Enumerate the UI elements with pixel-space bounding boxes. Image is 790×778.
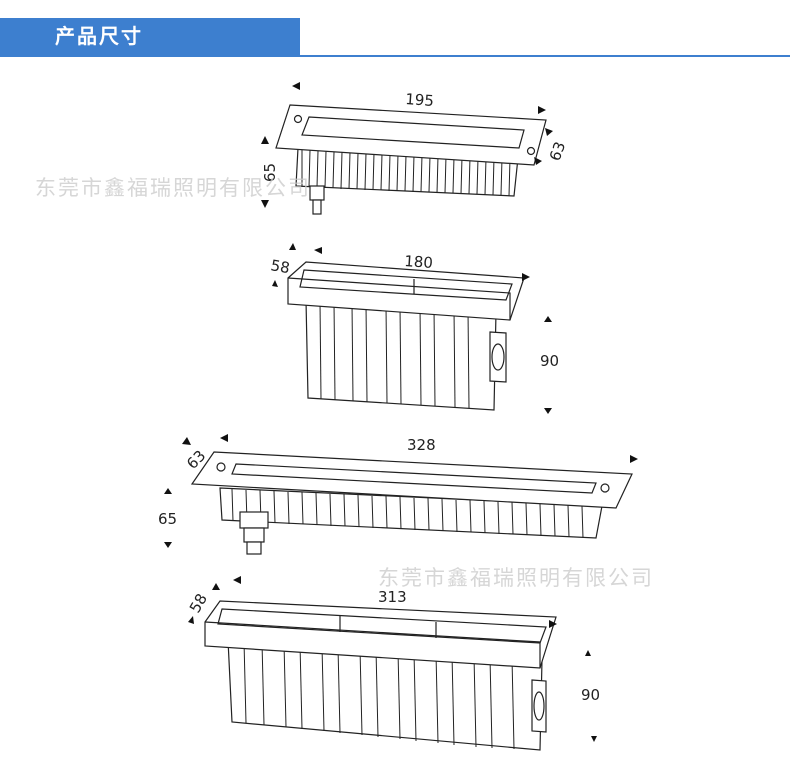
section-header: 产品尺寸 [0, 18, 300, 55]
dimension-arrows [164, 82, 638, 742]
section-title: 产品尺寸 [55, 24, 143, 48]
dim-height-3: 65 [158, 510, 177, 528]
dim-length-4: 313 [378, 588, 407, 606]
header-divider [0, 55, 790, 57]
dim-height-2: 90 [540, 352, 559, 370]
small-flanged-light [275, 104, 547, 215]
dim-length-2: 180 [404, 252, 434, 272]
dim-length-1: 195 [405, 90, 435, 110]
watermark-text: 东莞市鑫福瑞照明有限公司 [378, 566, 654, 590]
large-mounting-box [204, 600, 557, 751]
dim-length-3: 328 [407, 436, 436, 454]
watermark-text: 东莞市鑫福瑞照明有限公司 [35, 176, 311, 200]
dim-depth-4: 58 [186, 590, 211, 616]
dim-height-4: 90 [581, 686, 600, 704]
dim-height-1: 65 [261, 163, 279, 182]
large-flanged-light [190, 451, 633, 555]
dim-width-1: 63 [546, 139, 569, 163]
dim-depth-2: 58 [269, 256, 291, 277]
small-mounting-box [287, 261, 525, 411]
